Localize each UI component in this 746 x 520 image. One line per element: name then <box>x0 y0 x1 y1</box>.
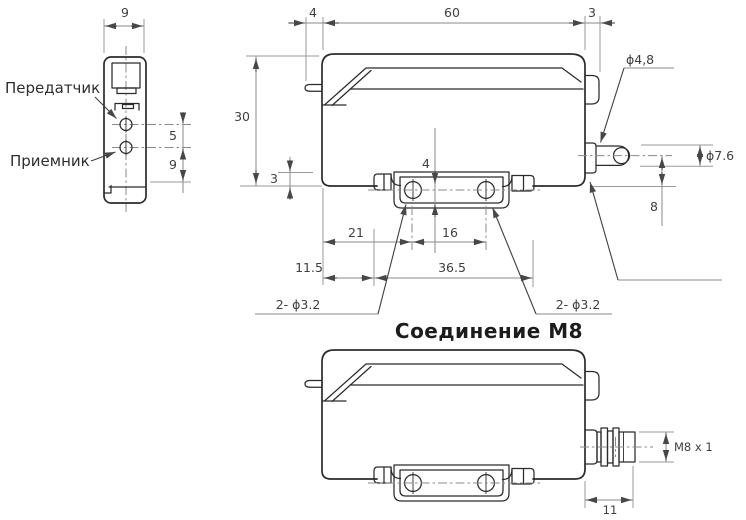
side-view: 4 60 3 30 3 4 ϕ4,8 ϕ7.6 8 21 16 11.5 36.… <box>234 5 734 315</box>
fiber-tab <box>304 83 323 92</box>
side-clip <box>584 74 600 105</box>
cable <box>595 145 630 167</box>
dim-bottom-step: 3 <box>270 171 278 186</box>
m8-view: Соединение М8 <box>304 319 713 517</box>
label-receiver: Приемник <box>10 152 90 170</box>
holes-left-leader <box>377 204 407 315</box>
dim-thread: M8 x 1 <box>674 440 713 454</box>
dim-mounting-holes-right: 2- ϕ3.2 <box>556 297 601 312</box>
front-body <box>103 56 147 204</box>
dim-sleeve-diameter: ϕ7.6 <box>706 148 734 163</box>
dim-bracket-span: 36.5 <box>438 260 466 275</box>
bushing-leader <box>589 181 619 281</box>
dim-tab-offset: 4 <box>309 5 317 20</box>
dim-lower-offset: 9 <box>169 157 177 172</box>
m8-view-title: Соединение М8 <box>395 319 583 343</box>
front-bottom-step <box>103 184 146 194</box>
transmitter-leader <box>94 96 117 119</box>
m8-mounting-bracket <box>368 464 542 502</box>
dim-clip-width: 3 <box>588 5 596 20</box>
dim-body-length: 60 <box>444 5 460 20</box>
dim-connector-length: 11 <box>603 503 618 517</box>
front-view: 9 5 9 Передатчик Приемник <box>5 5 191 212</box>
front-lens-step <box>116 87 137 95</box>
side-chamfer-band <box>322 67 584 107</box>
dim-bracket-depth: 4 <box>422 156 430 171</box>
dim-hole-offset: 21 <box>348 225 364 240</box>
m8-chamfer-band <box>322 363 584 403</box>
dim-cable-axis-height: 8 <box>650 199 658 214</box>
cable-bushing <box>584 142 597 174</box>
dim-cable-diameter: ϕ4,8 <box>626 52 654 67</box>
m8-connector <box>580 427 653 467</box>
front-notch <box>114 102 140 111</box>
side-body <box>321 53 586 187</box>
dim-mounting-holes-left: 2- ϕ3.2 <box>276 297 321 312</box>
m8-fiber-tab <box>304 379 323 388</box>
cable-dia-leader <box>599 67 625 143</box>
dim-body-height: 30 <box>234 109 250 124</box>
dim-bracket-offset: 11.5 <box>295 260 323 275</box>
m8-clip <box>584 370 600 401</box>
dim-front-width: 9 <box>121 5 129 20</box>
m8-body <box>321 349 586 480</box>
dim-lens-spacing: 5 <box>169 128 177 143</box>
dim-hole-pitch: 16 <box>442 225 458 240</box>
mounting-bracket <box>368 171 542 209</box>
holes-right-leader <box>491 207 537 315</box>
label-transmitter: Передатчик <box>5 79 100 97</box>
receiver-leader <box>90 151 116 162</box>
